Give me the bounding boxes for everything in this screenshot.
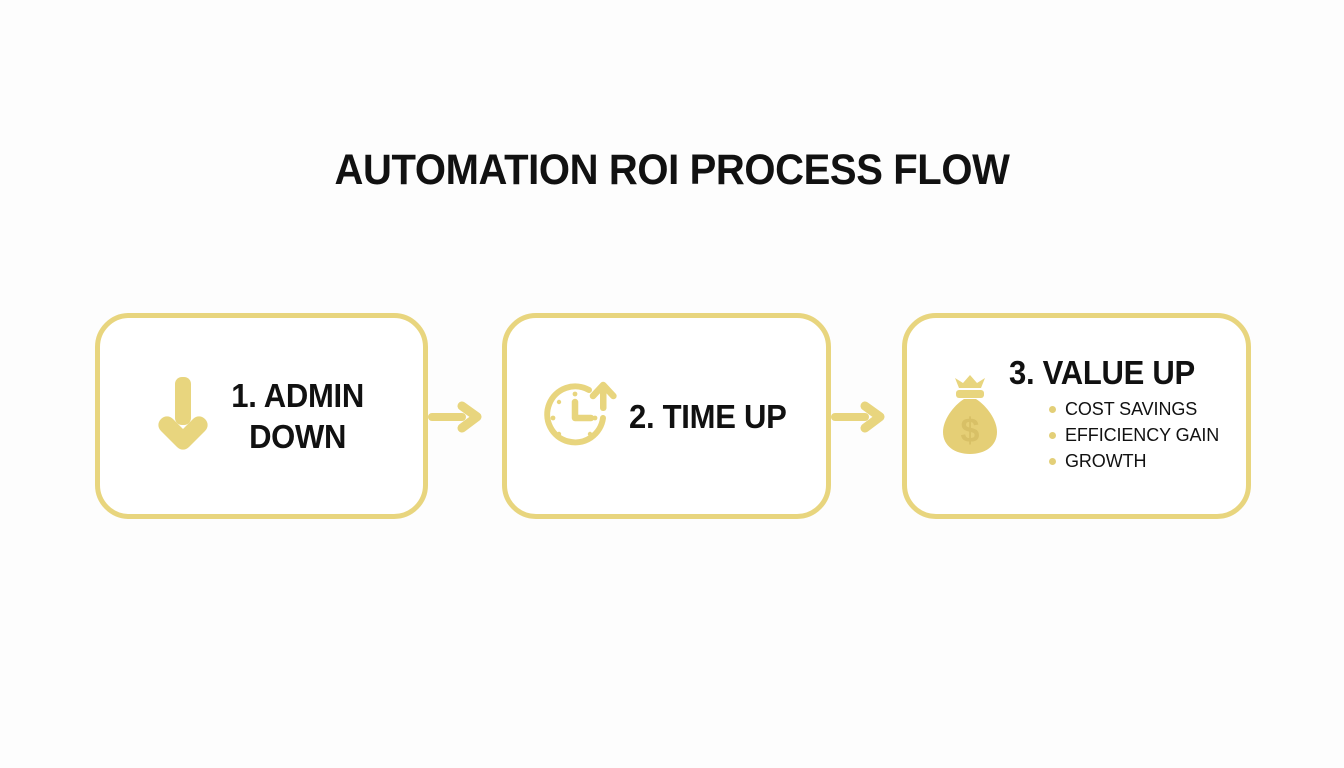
flow-step-card-1[interactable]: 1. ADMIN DOWN — [95, 313, 428, 519]
money-bag-icon: $ — [943, 375, 997, 454]
flow-step-card-1-heading-line2: DOWN — [248, 418, 347, 455]
page-title: AUTOMATION ROI PROCESS FLOW — [334, 146, 1010, 194]
flow-step-card-1-heading-line1: 1. ADMIN — [231, 377, 364, 414]
bullet-dot-icon — [1049, 405, 1056, 413]
list-item-label: COST SAVINGS — [1065, 399, 1198, 419]
list-item: GROWTH — [1049, 448, 1219, 474]
list-item-label: EFFICIENCY GAIN — [1065, 425, 1220, 445]
flow-step-card-1-heading: 1. ADMIN DOWN — [231, 375, 364, 457]
flow-step-card-2-content: 2. TIME UP — [507, 376, 826, 456]
bullet-dot-icon — [1049, 457, 1056, 465]
flow-step-card-3-heading: 3. VALUE UP — [1009, 354, 1195, 391]
list-item-label: GROWTH — [1065, 451, 1147, 471]
flow-step-card-2[interactable]: 2. TIME UP — [502, 313, 831, 519]
arrow-right-icon — [831, 401, 885, 433]
flow-step-card-3-bullet-list: COST SAVINGS EFFICIENCY GAIN GROWTH — [1009, 396, 1219, 474]
clock-arrow-up-icon — [544, 381, 617, 446]
process-flow-row: 1. ADMIN DOWN — [0, 313, 1344, 519]
flow-step-card-3[interactable]: $ 3. VALUE UP COST SAVINGS EFFICIENCY GA… — [902, 313, 1251, 519]
flow-step-card-2-heading: 2. TIME UP — [628, 397, 787, 435]
bullet-dot-icon — [1049, 431, 1056, 439]
flow-step-card-3-content: $ 3. VALUE UP COST SAVINGS EFFICIENCY GA… — [907, 354, 1246, 474]
arrow-right-icon — [428, 401, 482, 433]
svg-text:$: $ — [961, 412, 980, 450]
list-item: EFFICIENCY GAIN — [1049, 422, 1219, 448]
arrow-down-icon — [158, 377, 208, 450]
flow-step-card-3-text-block: 3. VALUE UP COST SAVINGS EFFICIENCY GAIN — [1009, 354, 1219, 474]
list-item: COST SAVINGS — [1049, 396, 1219, 422]
flow-step-card-1-content: 1. ADMIN DOWN — [100, 373, 423, 459]
